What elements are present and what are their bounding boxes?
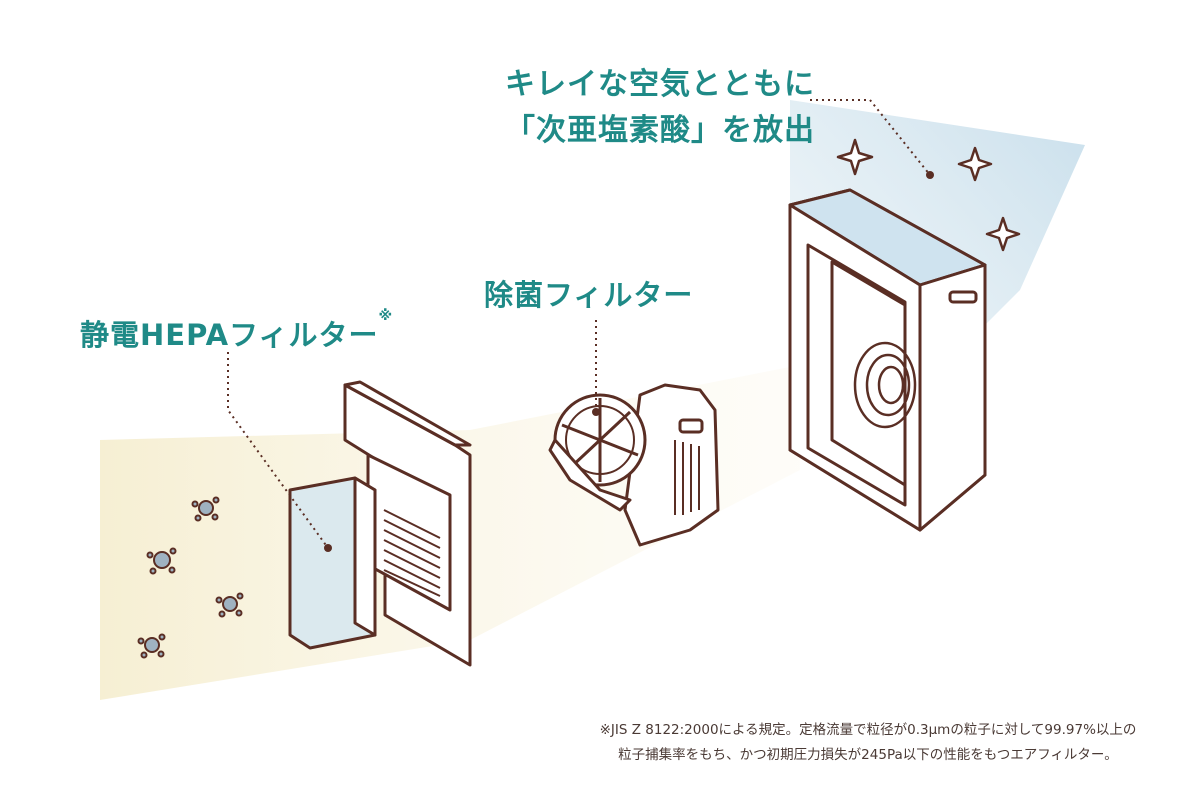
sparkle-icon [836, 138, 874, 176]
sparkle-icon [957, 146, 993, 182]
unit-ribs [674, 440, 700, 515]
leader-dot [926, 171, 934, 179]
dust-particle-icon [146, 547, 177, 575]
hepa-filter-assembly [288, 380, 472, 667]
hepa-filter-side [353, 476, 377, 637]
leader-dot [592, 408, 600, 416]
louver-slats [383, 509, 441, 597]
dust-particles [137, 496, 244, 659]
dust-particle-icon [137, 633, 166, 659]
handle-slot [948, 290, 978, 304]
hepa-filter-label: 静電HEPAフィルター※ [80, 308, 393, 354]
leader-dot [324, 544, 332, 552]
sterilizing-filter-unit [548, 383, 720, 547]
sparkles [836, 138, 1021, 252]
purifier-side [918, 263, 987, 532]
footnote-line2: 粒子捕集率をもち、かつ初期圧力損失が245Pa以下の性能をもつエアフィルター。 [618, 747, 1118, 763]
unit-slot [678, 418, 704, 434]
clean-air-label-line1: キレイな空気とともに [505, 67, 815, 102]
leader-left [227, 352, 329, 549]
wheel-base [548, 438, 632, 512]
hepa-footnote-mark: ※ [378, 308, 394, 324]
clean-air-label: キレイな空気とともに 「次亜塩素酸」を放出 [500, 62, 820, 154]
hepa-filter-label-text: 静電HEPAフィルター [80, 318, 379, 352]
leader-dots [324, 171, 934, 552]
sterilizing-filter-label: 除菌フィルター [484, 278, 694, 312]
dust-particle-icon [191, 496, 220, 522]
leader-lines [227, 99, 931, 549]
dust-particle-icon [215, 592, 244, 618]
fan-vortex [853, 341, 917, 429]
rear-panel-top [343, 380, 472, 447]
sparkle-icon [985, 216, 1021, 252]
footnote-line1: ※JIS Z 8122:2000による規定。定格流量で粒径が0.3μmの粒子に対… [599, 722, 1137, 738]
leader-top [810, 99, 931, 176]
clean-air-label-line2: 「次亜塩素酸」を放出 [505, 113, 815, 148]
air-purifier-body [788, 188, 987, 532]
footnote: ※JIS Z 8122:2000による規定。定格流量で粒径が0.3μmの粒子に対… [548, 718, 1188, 768]
